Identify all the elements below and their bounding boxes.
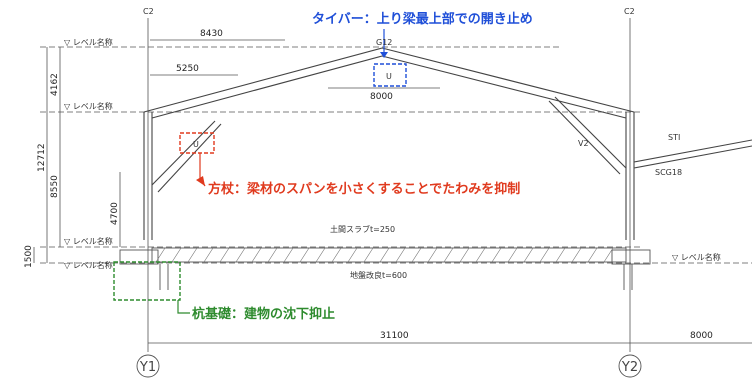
dim-height-column: 4700 [110,202,120,225]
axis-label-y1: Y1 [139,360,156,375]
level-label-eave: ▽ レベル名称 [64,101,113,111]
slab-hatch [155,247,614,263]
rafter-box-label: U [193,140,199,149]
knee-brace-right [554,96,627,169]
brace-arrow-icon [196,176,205,186]
level-label-base: ▽ レベル名称 [64,260,113,270]
dim-height-upper: 4162 [50,73,60,96]
member-sti-label: STI [668,133,680,142]
level-label-right: ▽ レベル名称 [672,252,721,262]
tie-bar-callout: タイバー：上り梁最上部での開き止め [312,11,533,27]
dim-span-right: 8000 [690,331,713,341]
ground-improvement-label: 地盤改良t=600 [350,270,407,280]
dim-rafter-span: 5250 [176,64,199,74]
member-scg-label: SCG18 [655,168,682,177]
pile-leader [177,300,190,314]
pile-highlight-box [113,261,181,301]
brace-right-label: V2 [578,139,589,148]
level-label-roof: ▽ レベル名称 [64,37,113,47]
column-label-right: C2 [624,7,635,16]
steel-frame [143,47,752,240]
tie-bar-arrow-icon [380,52,388,58]
dim-height-eave: 8550 [50,175,60,198]
brace-highlight-box [179,132,215,154]
dim-height-base: 1500 [24,245,34,268]
tie-bar-highlight-box [373,63,407,87]
brace-callout: 方杖：梁材のスパンを小さくすることでたわみを抑制 [208,181,520,197]
level-label-floor: ▽ レベル名称 [64,236,113,246]
axis-label-y2: Y2 [621,360,638,375]
dim-ridge-width: 8000 [370,92,393,102]
axis-bubble-y1 [136,354,160,378]
dim-height-total: 12712 [37,143,47,172]
pile-callout: 杭基礎：建物の沈下抑止 [192,306,335,322]
ridge-member-label: G12 [376,38,392,47]
axis-bubble-y2 [618,354,642,378]
column-label-left: C2 [143,7,154,16]
ridge-box-label: U [386,72,392,81]
slab-label: 土間スラブt=250 [330,224,395,234]
dim-span-main: 31100 [380,331,409,341]
dim-top-span: 8430 [200,29,223,39]
